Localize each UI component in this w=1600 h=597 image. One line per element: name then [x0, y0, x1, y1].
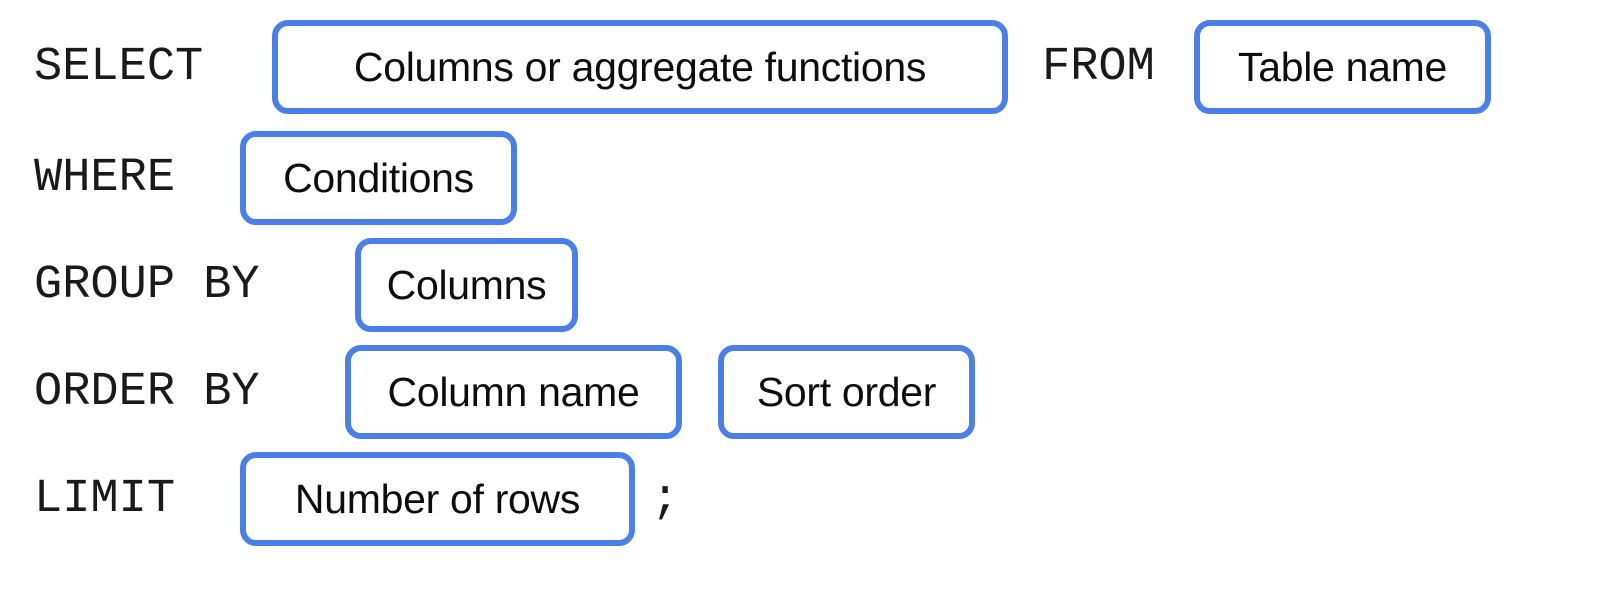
sql-line-where: WHERE Conditions	[34, 131, 517, 225]
slot-conditions[interactable]: Conditions	[240, 131, 517, 225]
sql-line-group-by: GROUP BY Columns	[34, 238, 578, 332]
keyword-limit: LIMIT	[34, 472, 176, 526]
slot-row-limit[interactable]: Number of rows	[240, 452, 635, 546]
slot-select-columns[interactable]: Columns or aggregate functions	[272, 20, 1008, 114]
keyword-select: SELECT	[34, 40, 204, 94]
keyword-group-by: GROUP BY	[34, 258, 260, 312]
slot-row-limit-label: Number of rows	[294, 475, 581, 522]
slot-group-columns[interactable]: Columns	[355, 238, 578, 332]
slot-sort-order-label: Sort order	[756, 368, 937, 415]
slot-conditions-label: Conditions	[283, 154, 474, 201]
sql-line-select: SELECT Columns or aggregate functions FR…	[34, 20, 1491, 114]
sql-line-order-by: ORDER BY Column name Sort order	[34, 345, 975, 439]
sql-line-limit: LIMIT Number of rows ;	[34, 452, 679, 546]
slot-select-columns-label: Columns or aggregate functions	[353, 43, 927, 90]
keyword-from: FROM	[1042, 40, 1155, 94]
slot-order-column-label: Column name	[387, 368, 640, 415]
slot-table-name-label: Table name	[1238, 43, 1447, 90]
keyword-where: WHERE	[34, 151, 176, 205]
slot-table-name[interactable]: Table name	[1194, 20, 1491, 114]
slot-sort-order[interactable]: Sort order	[718, 345, 975, 439]
slot-order-column[interactable]: Column name	[345, 345, 682, 439]
statement-terminator: ;	[651, 472, 680, 526]
keyword-order-by: ORDER BY	[34, 365, 260, 419]
slot-group-columns-label: Columns	[386, 261, 547, 308]
